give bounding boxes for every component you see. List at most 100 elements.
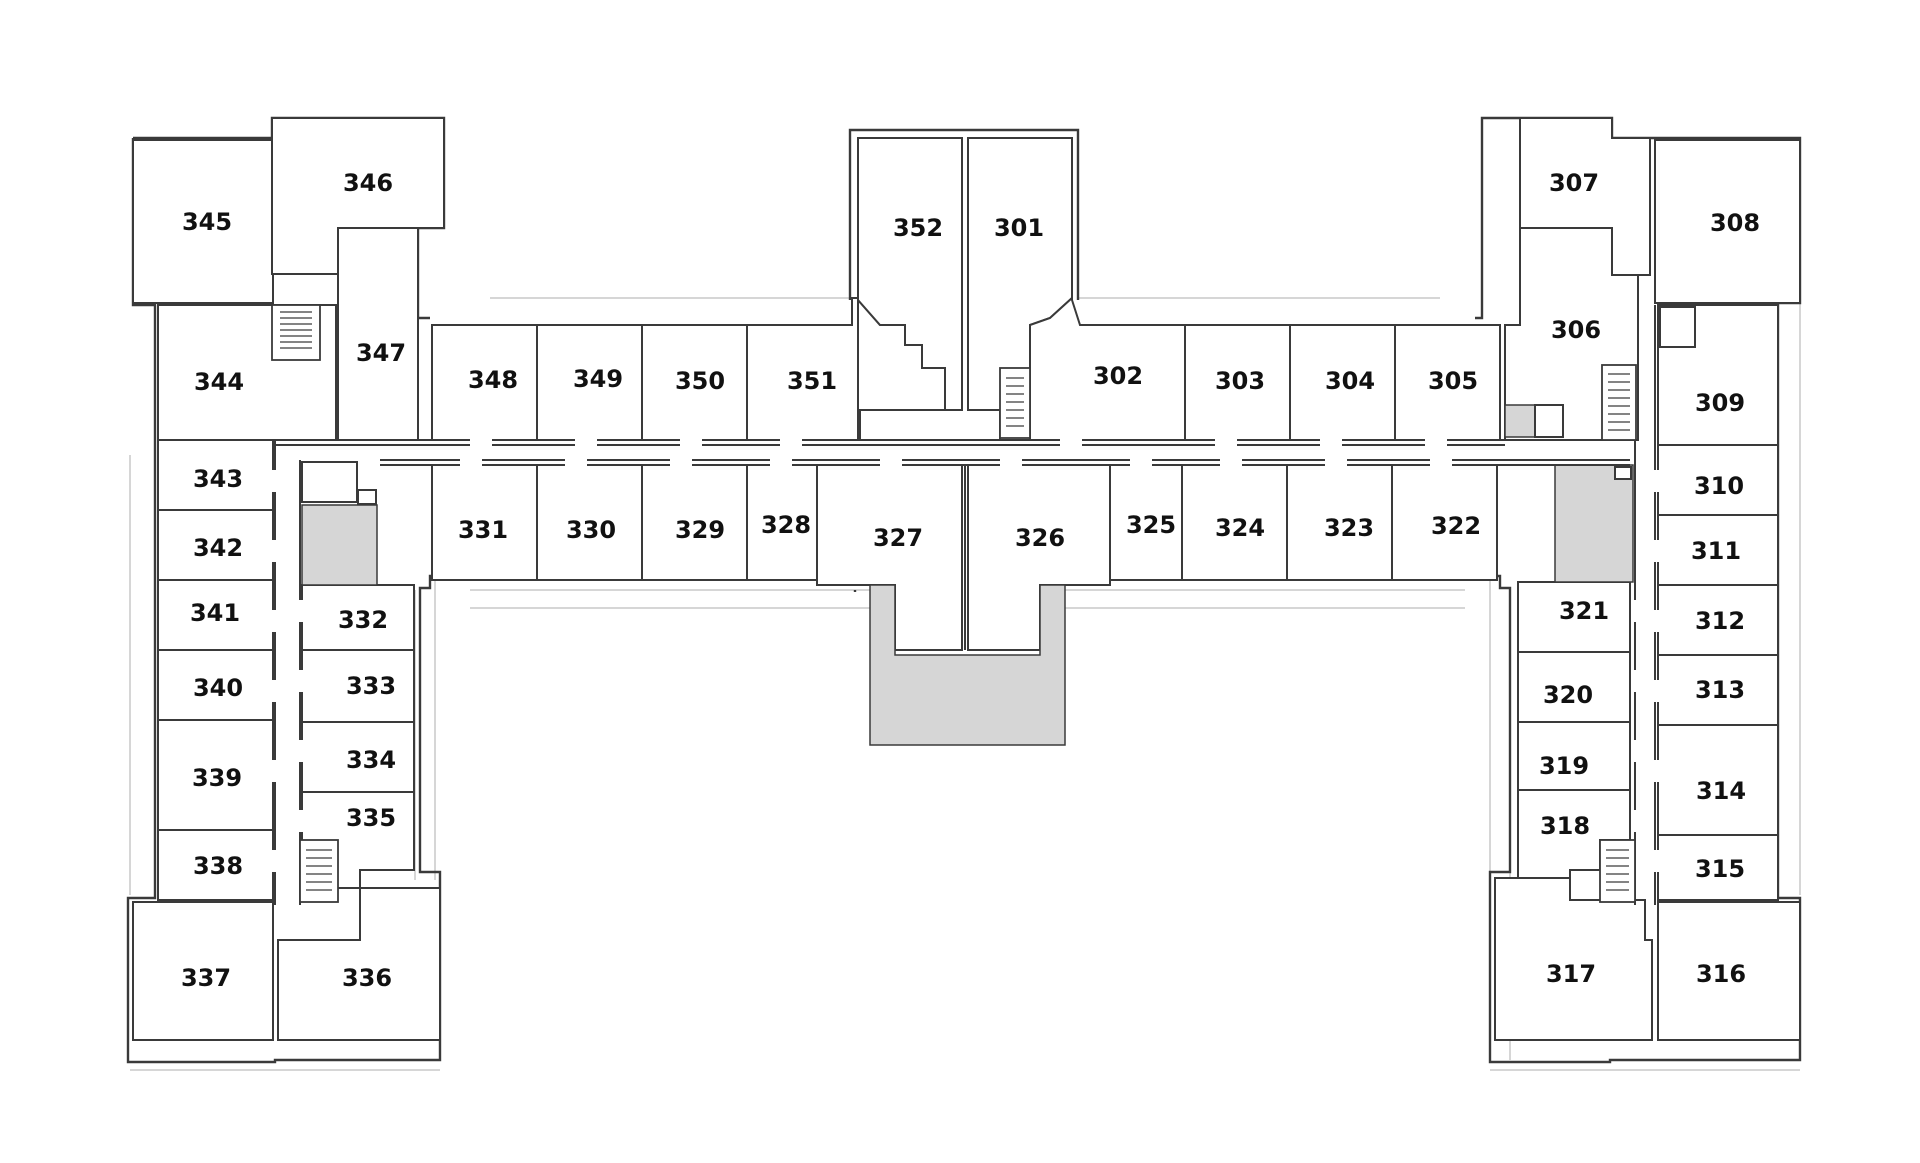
south-rooms: [431, 464, 1498, 746]
label-337: 337: [181, 964, 231, 992]
room-314: [1657, 724, 1779, 836]
label-338: 338: [193, 852, 243, 880]
label-319: 319: [1539, 752, 1589, 780]
label-326: 326: [1015, 524, 1065, 552]
label-339: 339: [192, 764, 242, 792]
label-315: 315: [1695, 855, 1745, 883]
room-317: [1494, 877, 1653, 1041]
label-309: 309: [1695, 389, 1745, 417]
west-closet: [301, 461, 358, 503]
label-349: 349: [573, 365, 623, 393]
east-wing: [1490, 117, 1801, 1041]
label-323: 323: [1324, 514, 1374, 542]
label-320: 320: [1543, 681, 1593, 709]
room-319: [1517, 721, 1631, 791]
stair-northwest: [271, 304, 321, 361]
south-terrace: [869, 584, 1066, 746]
label-301: 301: [994, 214, 1044, 242]
room-328: [746, 464, 818, 581]
room-305: [1394, 324, 1501, 441]
label-343: 343: [193, 465, 243, 493]
room-322: [1391, 464, 1498, 581]
label-306: 306: [1551, 316, 1601, 344]
room-313: [1657, 654, 1779, 726]
room-336: [277, 887, 441, 1041]
label-322: 322: [1431, 512, 1481, 540]
room-348: [431, 324, 538, 441]
room-337: [132, 901, 274, 1041]
label-307: 307: [1549, 169, 1599, 197]
room-labels: 345 346 347 344 343 342 341 340 339 338 …: [181, 169, 1760, 992]
room-332: [301, 584, 415, 651]
room-338: [157, 829, 274, 901]
room-330: [536, 464, 643, 581]
east-closet-small: [1614, 466, 1632, 480]
label-341: 341: [190, 599, 240, 627]
room-326: [967, 464, 1111, 651]
label-304: 304: [1325, 367, 1375, 395]
label-302: 302: [1093, 362, 1143, 390]
label-335: 335: [346, 804, 396, 832]
stair-southeast: [1599, 839, 1636, 903]
room-344: [157, 304, 337, 441]
label-351: 351: [787, 367, 837, 395]
label-350: 350: [675, 367, 725, 395]
door-gaps: [272, 437, 1660, 872]
label-340: 340: [193, 674, 243, 702]
west-wing: [132, 117, 445, 1041]
label-352: 352: [893, 214, 943, 242]
label-313: 313: [1695, 676, 1745, 704]
label-345: 345: [182, 208, 232, 236]
label-321: 321: [1559, 597, 1609, 625]
room-339: [157, 719, 274, 831]
label-305: 305: [1428, 367, 1478, 395]
label-328: 328: [761, 511, 811, 539]
label-342: 342: [193, 534, 243, 562]
room-312: [1657, 584, 1779, 656]
label-348: 348: [468, 366, 518, 394]
east-service-shaft: [1554, 464, 1634, 583]
room-315: [1657, 834, 1779, 901]
label-318: 318: [1540, 812, 1590, 840]
room-308: [1654, 139, 1801, 304]
room-347: [337, 227, 419, 441]
label-331: 331: [458, 516, 508, 544]
label-329: 329: [675, 516, 725, 544]
label-334: 334: [346, 746, 396, 774]
label-310: 310: [1694, 472, 1744, 500]
label-332: 332: [338, 606, 388, 634]
label-308: 308: [1710, 209, 1760, 237]
label-347: 347: [356, 339, 406, 367]
room-341: [157, 579, 274, 651]
west-closet-small: [357, 489, 377, 505]
room-325: [1109, 464, 1183, 581]
room-304: [1289, 324, 1396, 441]
room-324: [1181, 464, 1288, 581]
label-344: 344: [194, 368, 244, 396]
label-333: 333: [346, 672, 396, 700]
label-311: 311: [1691, 537, 1741, 565]
label-330: 330: [566, 516, 616, 544]
label-324: 324: [1215, 514, 1265, 542]
room-349: [536, 324, 643, 441]
room-331: [431, 464, 538, 581]
room-303: [1184, 324, 1291, 441]
stair-north-center: [999, 367, 1031, 439]
room-350: [641, 324, 748, 441]
room-345: [132, 139, 274, 304]
east-shaft-small: [1659, 306, 1696, 348]
west-service-shaft: [301, 504, 378, 586]
room-316: [1657, 901, 1801, 1041]
label-336: 336: [342, 964, 392, 992]
label-303: 303: [1215, 367, 1265, 395]
room-340: [157, 649, 274, 721]
room-352: [857, 137, 963, 411]
label-316: 316: [1696, 960, 1746, 988]
label-346: 346: [343, 169, 393, 197]
stair-northeast: [1601, 364, 1637, 441]
label-317: 317: [1546, 960, 1596, 988]
label-312: 312: [1695, 607, 1745, 635]
label-327: 327: [873, 524, 923, 552]
label-325: 325: [1126, 511, 1176, 539]
